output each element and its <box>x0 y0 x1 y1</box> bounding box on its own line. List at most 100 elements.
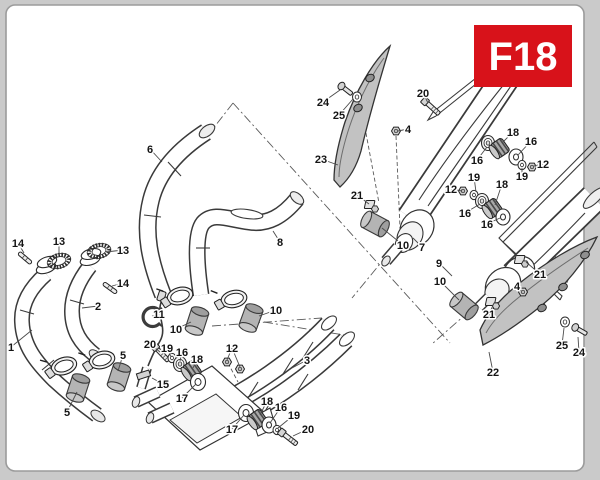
page-border <box>5 4 585 472</box>
callout-leader-18 <box>501 131 514 144</box>
callout-leader-21 <box>488 302 495 315</box>
callout-label-18: 18 <box>496 179 508 191</box>
callout-label-22: 22 <box>487 367 499 379</box>
callout-leader-17 <box>181 383 197 399</box>
callout-leader-7 <box>412 237 423 248</box>
callout-leader-5 <box>117 354 124 372</box>
callout-label-17: 17 <box>176 393 188 405</box>
callout-label-17: 17 <box>226 424 238 436</box>
callout-label-14: 14 <box>12 238 25 250</box>
callout-label-16: 16 <box>176 347 188 359</box>
callout-label-6: 6 <box>147 144 153 156</box>
header-pipe-2 <box>63 247 104 363</box>
callout-label-4: 4 <box>514 281 521 293</box>
callout-label-21: 21 <box>483 309 495 321</box>
callout-label-16: 16 <box>459 208 471 220</box>
callout-label-19: 19 <box>288 410 300 422</box>
callout-label-16: 16 <box>275 402 287 414</box>
callout-label-10: 10 <box>434 276 446 288</box>
callout-leader-19 <box>166 347 172 358</box>
callout-leader-11 <box>151 313 160 317</box>
callout-label-23: 23 <box>315 154 327 166</box>
callout-leader-16 <box>269 406 282 424</box>
callout-label-18: 18 <box>191 354 203 366</box>
callout-leader-4 <box>397 128 409 132</box>
callout-label-12: 12 <box>226 343 238 355</box>
callout-label-20: 20 <box>417 88 429 100</box>
header-pipe-6 <box>138 123 216 299</box>
header-pipe-8 <box>188 191 305 297</box>
callout-label-2: 2 <box>95 301 101 313</box>
callout-label-15: 15 <box>157 379 169 391</box>
callout-leader-21 <box>356 194 370 205</box>
callout-leader-17 <box>231 414 245 430</box>
callout-leader-25 <box>338 98 354 116</box>
callout-leader-6 <box>149 148 163 163</box>
callout-leader-4 <box>516 285 522 292</box>
callout-leader-23 <box>320 158 339 166</box>
callout-leader-15 <box>151 377 164 385</box>
callout-leader-16 <box>517 140 532 156</box>
callout-leader-20 <box>422 92 429 104</box>
callout-label-18: 18 <box>261 396 273 408</box>
callout-label-24: 24 <box>573 347 586 359</box>
callout-label-16: 16 <box>471 155 483 167</box>
callout-label-25: 25 <box>333 110 345 122</box>
callout-leader-20 <box>292 428 309 437</box>
callout-leader-16 <box>486 217 501 225</box>
callout-leader-10 <box>439 280 460 301</box>
callout-label-14: 14 <box>117 278 130 290</box>
callout-leader-9 <box>438 262 453 277</box>
callout-leader-19 <box>277 414 295 429</box>
callout-label-13: 13 <box>117 245 129 257</box>
callout-leader-25 <box>561 327 565 346</box>
callout-leader-16 <box>464 203 481 214</box>
callout-label-3: 3 <box>304 355 310 367</box>
callout-label-13: 13 <box>53 236 65 248</box>
callout-layer: 1234455678910101010111212121313141415161… <box>6 87 587 438</box>
badge-background <box>474 25 572 87</box>
callout-leader-1 <box>10 329 33 348</box>
callout-label-10: 10 <box>170 324 182 336</box>
callout-label-1: 1 <box>8 342 14 354</box>
callout-label-25: 25 <box>556 340 568 352</box>
callout-leader-24 <box>322 89 341 103</box>
callout-leader-18 <box>259 400 268 416</box>
callout-leader-3 <box>291 359 308 369</box>
callout-leader-19 <box>473 176 477 193</box>
callout-label-19: 19 <box>516 171 528 183</box>
callout-leader-18 <box>192 358 198 369</box>
callout-label-19: 19 <box>468 172 480 184</box>
callout-label-18: 18 <box>507 127 519 139</box>
callout-label-19: 19 <box>161 343 173 355</box>
figure-code-badge: F18 <box>474 25 572 87</box>
heat-shield-lower <box>479 235 599 346</box>
callout-leader-20 <box>149 343 161 353</box>
collector-assembly <box>131 315 356 451</box>
callout-leader-12 <box>231 347 241 368</box>
callout-leader-16 <box>476 146 488 161</box>
callout-leader-13 <box>105 249 124 253</box>
callout-label-5: 5 <box>64 407 70 419</box>
callout-leader-10 <box>258 309 277 317</box>
callout-leader-22 <box>488 351 494 373</box>
figure-code: F18 <box>489 35 558 79</box>
callout-label-5: 5 <box>120 350 126 362</box>
callout-label-12: 12 <box>445 184 457 196</box>
callout-leader-12 <box>226 347 233 361</box>
callout-label-12: 12 <box>537 159 549 171</box>
callout-leader-12 <box>533 163 544 167</box>
callout-leader-12 <box>450 188 463 192</box>
callout-leader-14 <box>17 242 25 254</box>
callout-label-20: 20 <box>302 424 314 436</box>
callout-leader-2 <box>81 305 99 309</box>
callout-leader-21 <box>525 261 541 275</box>
callout-label-8: 8 <box>277 237 283 249</box>
callout-label-9: 9 <box>436 258 442 270</box>
callout-leader-24 <box>577 336 580 353</box>
callout-leader-8 <box>272 230 281 243</box>
callout-label-10: 10 <box>270 305 282 317</box>
callout-label-21: 21 <box>351 190 363 202</box>
